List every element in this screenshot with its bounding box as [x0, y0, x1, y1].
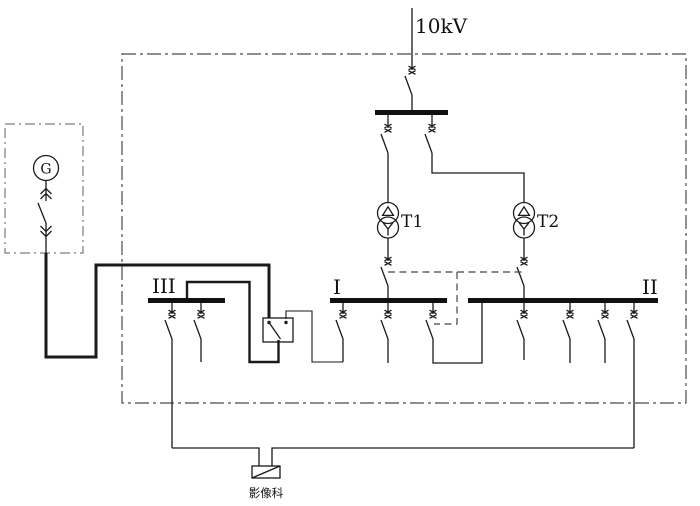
t2-delta-symbol — [517, 205, 531, 217]
t2-label: T2 — [537, 212, 559, 232]
bus-i-feeder-1-switch — [335, 309, 348, 340]
reserve-tie-dashed — [388, 271, 524, 325]
drawout-contact-upper — [40, 187, 52, 200]
t2-hv-switch — [424, 123, 437, 154]
bus-ii-bar — [468, 298, 658, 303]
t2-lv-incoming — [516, 238, 529, 298]
bus-ii-feeder-3-switch — [597, 309, 610, 340]
transfer-switch — [185, 280, 343, 364]
bus-iii-feeder-1 — [164, 303, 177, 448]
bus-ii-label: II — [642, 275, 658, 299]
bus-ii-feeder-1 — [516, 303, 529, 360]
transfer-switch-blade — [268, 322, 282, 340]
bus-iii-feeder-1-switch — [164, 309, 177, 340]
radiology-label: 影像科 — [249, 486, 284, 500]
radiology-feed-left — [172, 447, 260, 466]
bus-iii-feeder-2-switch — [193, 309, 206, 340]
generator-enclosure-box — [4, 123, 84, 254]
t1-label: T1 — [401, 212, 423, 232]
bus-i-label: I — [333, 275, 341, 299]
t1-hv-switch — [380, 123, 393, 154]
transformer-t2: T2 — [512, 201, 559, 239]
radiology-box — [251, 465, 281, 479]
t1-delta-symbol — [381, 205, 395, 217]
transfer-output-to-bus-iii — [185, 280, 280, 364]
bus-iii-bar — [148, 298, 225, 303]
bus-ii-feeder-4-switch — [626, 309, 639, 340]
t2-hv-drop — [431, 153, 525, 202]
radiology-load: 影像科 — [249, 465, 284, 500]
t2-hv-feeder — [424, 115, 525, 202]
bus-tie-link-to-bus-ii — [432, 303, 483, 364]
transfer-input-from-bus-i — [285, 310, 343, 363]
transfer-switch-box — [262, 317, 294, 343]
t2-wye-symbol — [518, 222, 530, 236]
bus-i-feeder-2 — [380, 303, 393, 363]
drawout-contact-lower — [40, 225, 52, 238]
bus-iii-label: III — [152, 274, 176, 298]
substation-boundary-box — [121, 53, 687, 404]
bus-i-feeder-3-bustie — [425, 303, 483, 364]
transfer-input-terminal-right — [284, 320, 288, 325]
generator-label: G — [40, 162, 51, 178]
radiology-box-diagonal — [251, 465, 281, 479]
bus-iii-feeder-2 — [193, 303, 206, 362]
bus-i-feeder-1 — [335, 303, 348, 362]
t2-primary-winding — [512, 201, 536, 225]
hv-busbar — [375, 110, 448, 115]
t1-lv-incoming — [380, 238, 393, 298]
incoming-disconnect-switch — [404, 65, 417, 96]
bus-ii-feeder-2 — [562, 303, 575, 363]
bus-i-bar — [330, 298, 447, 303]
generator-unit: G — [32, 154, 60, 253]
t1-wye-symbol — [382, 222, 394, 236]
incoming-10kv-feeder: 10kV — [404, 8, 468, 110]
t1-hv-feeder — [380, 115, 393, 202]
bus-ii-feeder-3 — [597, 303, 610, 363]
t1-primary-winding — [376, 201, 400, 225]
bus-ii-feeder-2-switch — [562, 309, 575, 340]
bus-ii-feeder-4 — [626, 303, 639, 448]
radiology-feed-right — [271, 447, 634, 466]
incoming-voltage-label: 10kV — [415, 14, 468, 38]
transformer-t1: T1 — [376, 201, 423, 239]
generator-breaker-blade — [37, 202, 47, 224]
bus-ii-feeder-1-switch — [516, 309, 529, 340]
generator-emergency-cable — [44, 253, 271, 359]
bus-i-feeder-2-switch — [380, 309, 393, 340]
reserve-tie-drop — [434, 272, 458, 325]
